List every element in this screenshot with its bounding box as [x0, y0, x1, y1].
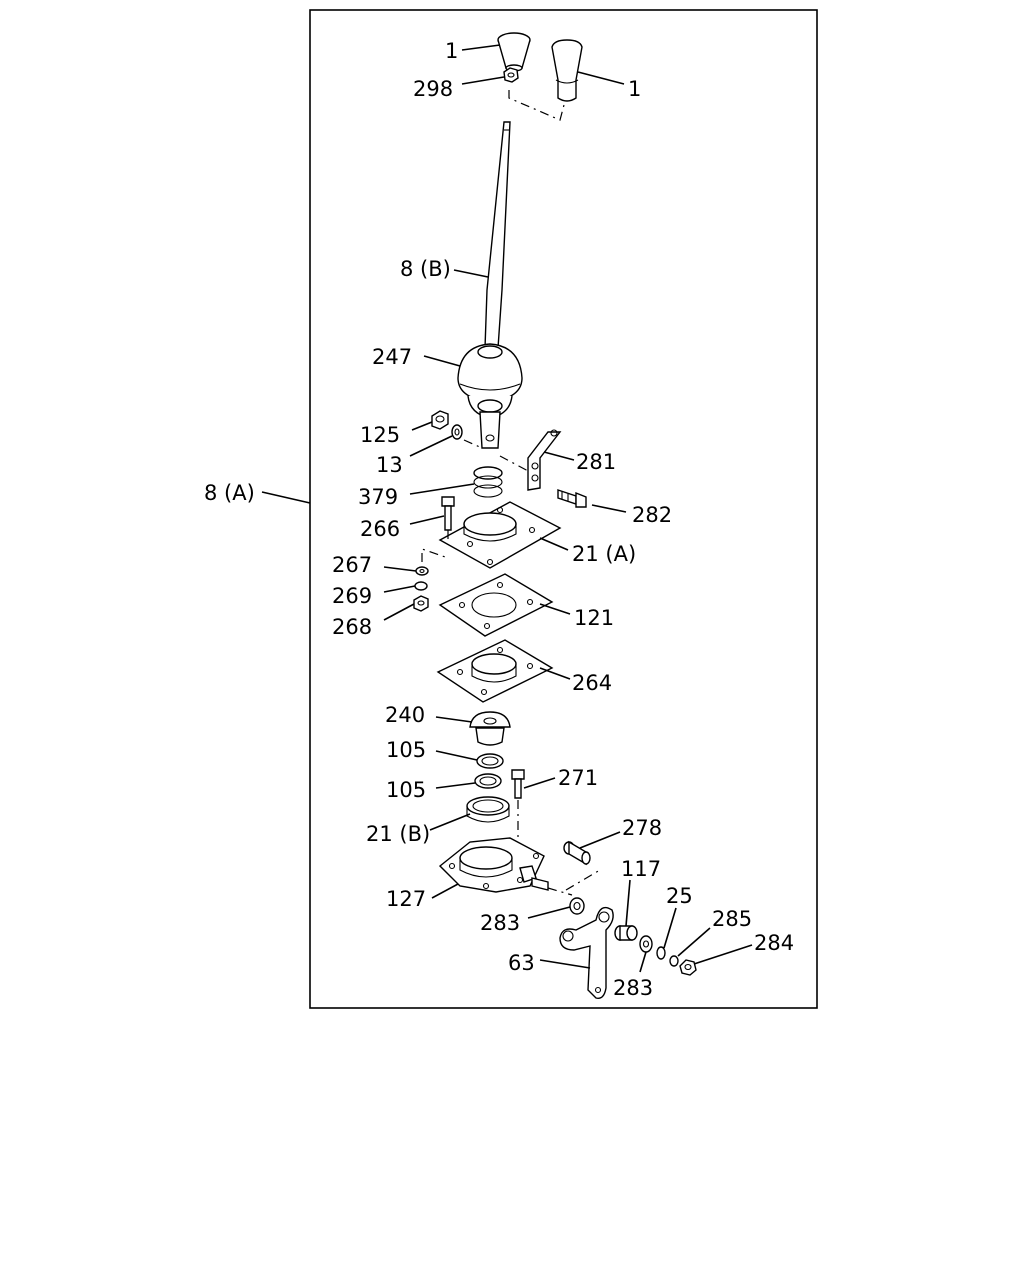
label-washer-267: 267: [332, 553, 372, 577]
label-nut-268: 268: [332, 615, 372, 639]
lower-shaft-part: [479, 411, 501, 449]
ring-105a-part: [476, 753, 504, 769]
washer-283b-part: [639, 935, 653, 953]
label-seat-240: 240: [385, 703, 425, 727]
label-bolt-282: 282: [632, 503, 672, 527]
label-bolt-271: 271: [558, 766, 598, 790]
label-washer-13: 13: [376, 453, 403, 477]
housing-127-part: [438, 837, 549, 893]
label-bolt-266: 266: [360, 517, 400, 541]
nut-125-part: [431, 410, 449, 430]
label-plate-21a: 21 (A): [572, 542, 636, 566]
label-washer-269: 269: [332, 584, 372, 608]
housing-lever-dash: [547, 869, 601, 896]
diagram-frame: [309, 9, 818, 1009]
label-lever-8b: 8 (B): [400, 257, 451, 281]
washer-25-part: [656, 946, 666, 960]
bolt-271-part: [511, 769, 525, 799]
label-washer-283b: 283: [613, 976, 653, 1000]
cup-21b-part: [466, 796, 510, 823]
label-nut-298: 298: [413, 77, 453, 101]
label-washer-283a: 283: [480, 911, 520, 935]
label-bracket-281: 281: [576, 450, 616, 474]
nut-298-part: [503, 67, 519, 83]
label-washer-25: 25: [666, 884, 693, 908]
boot-247-part: [457, 343, 523, 419]
label-knob-small: 1: [445, 39, 458, 63]
washer-267-part: [415, 566, 429, 576]
bracket-281-part: [527, 429, 562, 491]
knob-large-part: [551, 39, 583, 102]
gasket-121-part: [438, 573, 554, 637]
label-ring-105a: 105: [386, 738, 426, 762]
label-nut-125: 125: [360, 423, 400, 447]
nut-284-part: [679, 959, 697, 976]
bolt-282-part: [557, 489, 587, 508]
label-gasket-121: 121: [574, 606, 614, 630]
label-lever-63: 63: [508, 951, 535, 975]
ring-105b-part: [474, 773, 502, 789]
label-ring-105b: 105: [386, 778, 426, 802]
label-knob-large: 1: [628, 77, 641, 101]
label-boot-247: 247: [372, 345, 412, 369]
lever-63-part: [559, 906, 614, 999]
shaft-bracket-dash: [463, 439, 531, 473]
washer-269-part: [414, 581, 428, 591]
leader-lines: [383, 44, 753, 973]
label-assembly-8a: 8 (A): [204, 481, 255, 505]
label-washer-285: 285: [712, 907, 752, 931]
label-nut-284: 284: [754, 931, 794, 955]
plate-21a-part: [438, 501, 562, 569]
lever-8b-part: [484, 121, 511, 349]
label-housing-127: 127: [386, 887, 426, 911]
plate-bolt-dash: [421, 530, 449, 562]
pin-278-part: [563, 840, 591, 866]
knob-connection-dash: [508, 90, 565, 121]
knob-small-part: [497, 32, 531, 72]
label-plate-264: 264: [572, 671, 612, 695]
washer-13-part: [451, 424, 463, 440]
leader-8a: [261, 491, 311, 504]
plate-264-part: [436, 639, 554, 703]
nut-268-part: [413, 595, 429, 612]
spring-379-part: [473, 466, 503, 498]
bolt-266-part: [441, 496, 455, 531]
label-spring-379: 379: [358, 485, 398, 509]
washer-285-part: [669, 955, 679, 967]
label-bushing-117: 117: [621, 857, 661, 881]
washer-283a-part: [569, 897, 585, 915]
label-cup-21b: 21 (B): [366, 822, 430, 846]
bushing-117-part: [614, 925, 638, 941]
seat-240-part: [469, 711, 511, 746]
label-pin-278: 278: [622, 816, 662, 840]
